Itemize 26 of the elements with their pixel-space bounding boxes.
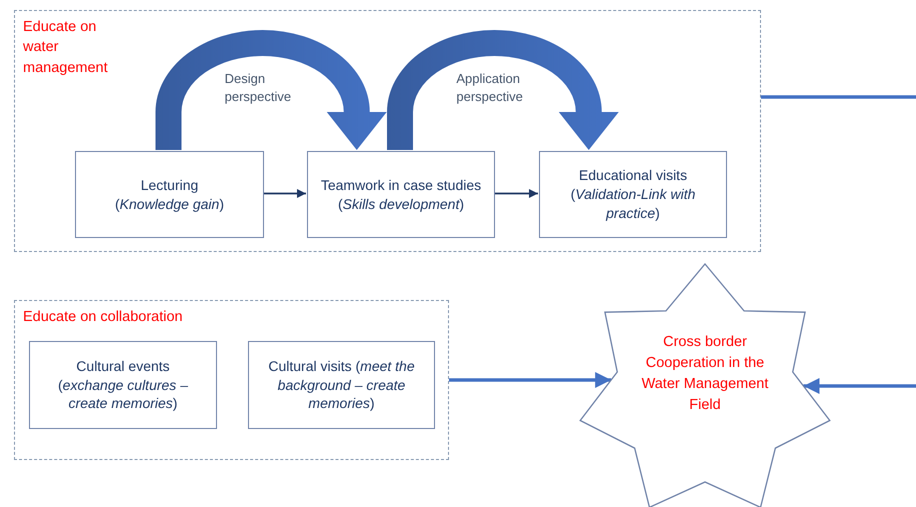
activity-box — [539, 151, 727, 238]
activity-box — [29, 341, 217, 429]
activity-box — [248, 341, 435, 429]
box-subtitle: (Skills development) — [338, 194, 464, 214]
box-title: Cultural events — [76, 356, 170, 376]
box-subtitle: (Knowledge gain) — [115, 194, 224, 214]
arrow — [449, 372, 612, 388]
connector-line — [761, 95, 916, 99]
activity-box — [75, 151, 264, 238]
dashed-group-panel — [14, 10, 761, 252]
curved-arrow — [156, 30, 387, 150]
arrow — [803, 378, 916, 394]
box-title: Lecturing — [140, 176, 198, 194]
box-subtitle: (exchange cultures – create memories) — [57, 376, 189, 414]
box-title: Educational visits — [578, 166, 688, 186]
box-title: Cultural visits (meet the background – create memories) — [267, 356, 416, 414]
star-label: Cross border Cooperation in the Water Management Field — [640, 333, 770, 416]
activity-box — [307, 151, 495, 238]
dashed-group-panel — [14, 300, 449, 460]
arrow — [263, 189, 306, 198]
group-heading: Educate on water management — [23, 18, 109, 78]
box-subtitle: (Validation-Link with practice) — [570, 185, 696, 223]
curved-arrow — [387, 30, 619, 150]
group-heading: Educate on collaboration — [23, 308, 184, 327]
arrow — [494, 189, 538, 198]
box-title: Teamwork in case studies — [320, 176, 482, 194]
